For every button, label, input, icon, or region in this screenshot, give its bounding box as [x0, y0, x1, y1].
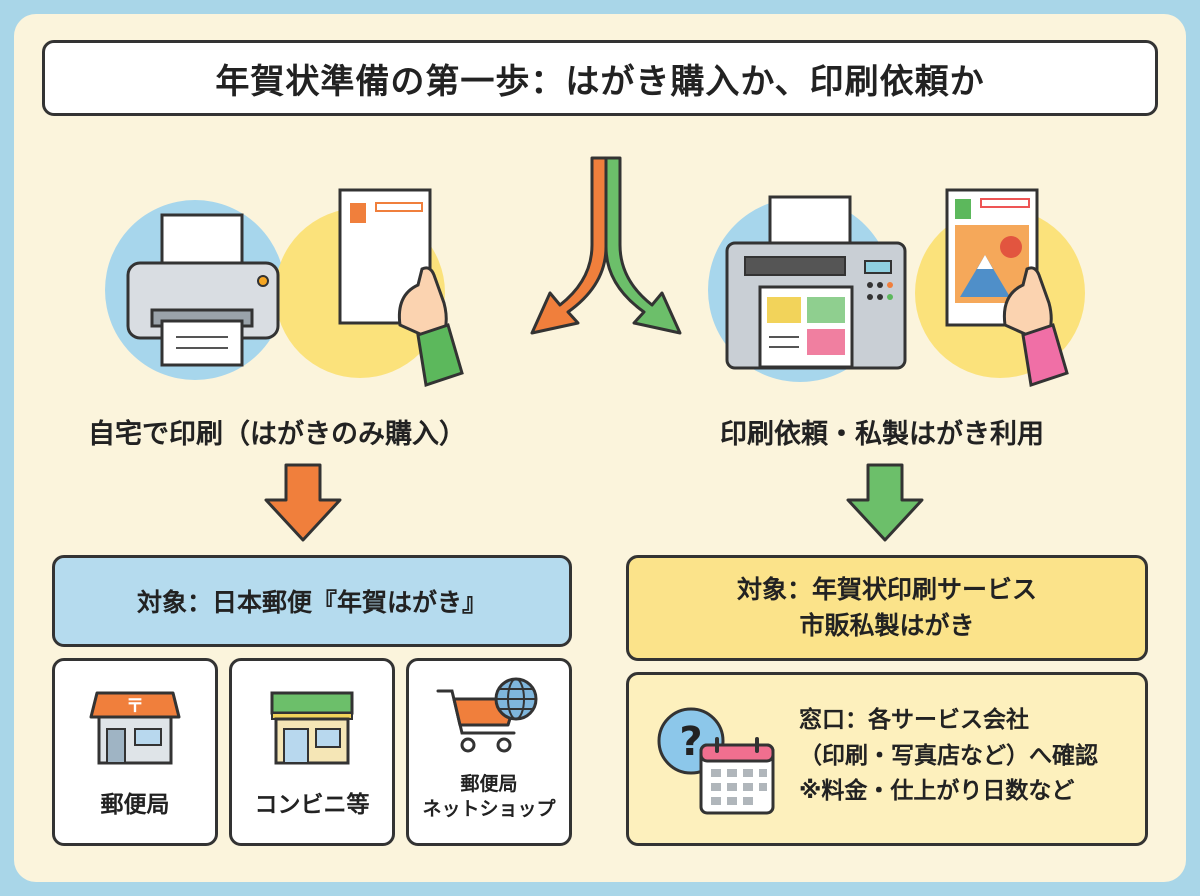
shop-label-online-2: ネットショップ	[422, 798, 556, 821]
shop-label-post-office: 郵便局	[100, 792, 170, 818]
shop-online: 郵便局 ネットショップ	[406, 658, 572, 846]
contact-line1: 窓口：各サービス会社	[799, 707, 1029, 733]
convenience-store-icon	[270, 691, 354, 765]
split-arrow-icon	[530, 156, 682, 335]
svg-text:〒: 〒	[126, 696, 144, 717]
printer-icon	[126, 213, 280, 367]
contact-line3: ※料金・仕上がり日数など	[799, 778, 1075, 805]
contact-text: 窓口：各サービス会社 （印刷・写真店など）へ確認 ※料金・仕上がり日数など	[799, 703, 1098, 810]
page-title: 年賀状準備の第一歩：はがき購入か、印刷依頼か	[42, 40, 1158, 116]
right-option-label: 印刷依頼・私製はがき利用	[720, 419, 1044, 450]
shop-post-office: 〒 郵便局	[52, 658, 218, 846]
contact-line2: （印刷・写真店など）へ確認	[799, 742, 1098, 769]
home-printing-illustration	[105, 188, 464, 387]
large-printer-icon	[725, 195, 907, 370]
postcard-hand-icon	[338, 188, 464, 387]
shop-label-online-1: 郵便局	[460, 772, 518, 795]
left-option-label: 自宅で印刷（はがきのみ購入）	[88, 419, 466, 450]
post-office-icon: 〒	[89, 691, 181, 765]
svg-text:?: ?	[679, 719, 702, 765]
shopping-cart-globe-icon	[436, 677, 538, 753]
contact-box: ? 窓口：各サービス会社 （印刷・写真店など）へ確認 ※料金・仕上がり日数など	[626, 672, 1148, 846]
shop-convenience-store: コンビニ等	[229, 658, 395, 846]
shop-label-convenience-store: コンビニ等	[254, 792, 370, 818]
green-down-arrow-icon	[846, 463, 924, 542]
new-year-card-hand-icon	[945, 188, 1069, 387]
right-target-line2: 市販私製はがき	[799, 611, 975, 640]
right-target-box: 対象：年賀状印刷サービス 市販私製はがき	[626, 555, 1148, 661]
left-target-box: 対象：日本郵便『年賀はがき』	[52, 555, 572, 647]
orange-down-arrow-icon	[264, 463, 342, 542]
question-calendar-icon: ?	[657, 707, 775, 815]
print-service-illustration	[708, 188, 1085, 387]
right-target-line1: 対象：年賀状印刷サービス	[736, 574, 1037, 604]
